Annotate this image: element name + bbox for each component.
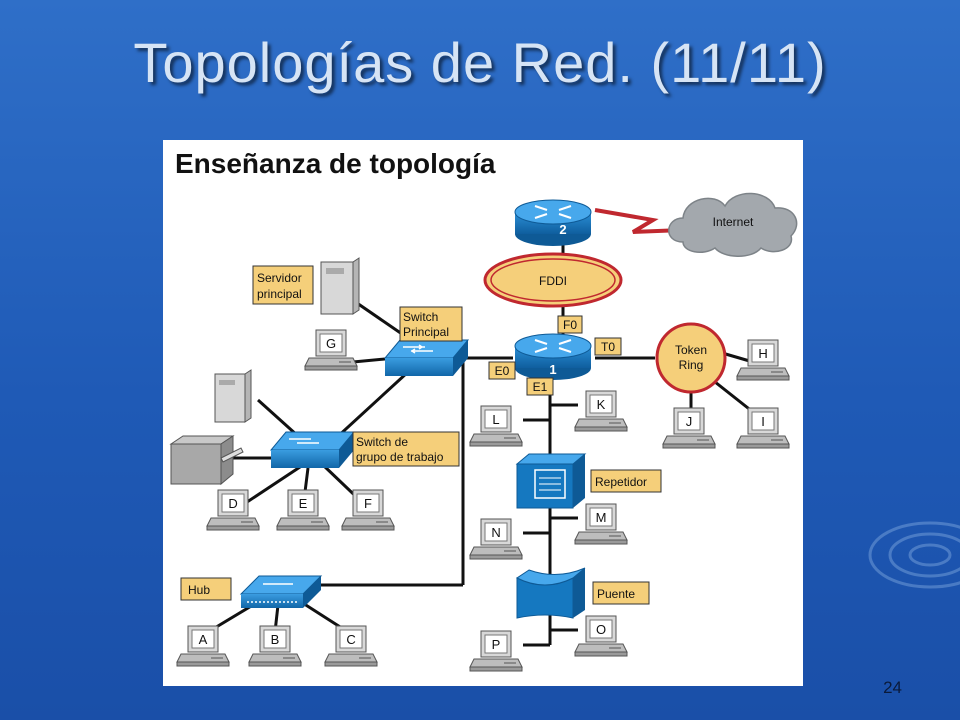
pc-i[interactable]: I — [736, 407, 790, 449]
fddi-ring[interactable]: FDDI — [483, 252, 623, 308]
port-e1-box — [526, 377, 554, 396]
pc-h[interactable]: H — [736, 339, 790, 381]
printer[interactable] — [169, 435, 244, 486]
pc-m-label: M — [596, 510, 607, 525]
repeater[interactable] — [515, 453, 587, 509]
pc-k-label: K — [597, 397, 606, 412]
pc-e-label: E — [299, 496, 308, 511]
pc-n-label: N — [491, 525, 500, 540]
hub-label: Hub — [188, 583, 210, 597]
switch-wg-label-box — [352, 431, 460, 467]
router-2[interactable]: 2 — [514, 199, 592, 246]
switch-main-line2: Principal — [403, 325, 449, 339]
hub[interactable] — [239, 575, 323, 608]
port-f0-box — [557, 315, 583, 334]
server-label-box — [252, 265, 314, 305]
server-secondary[interactable] — [214, 369, 252, 423]
pc-d[interactable]: D — [206, 489, 260, 531]
switch-wg-line2: grupo de trabajo — [356, 450, 444, 464]
pc-f[interactable]: F — [341, 489, 395, 531]
switch-principal[interactable] — [383, 339, 470, 376]
pc-a[interactable]: A — [176, 625, 230, 667]
token-ring[interactable]: Token Ring — [655, 322, 727, 394]
port-f0: F0 — [563, 318, 577, 332]
server-label-line2: principal — [257, 287, 302, 301]
switch-main-line1: Switch — [403, 310, 438, 324]
pc-c[interactable]: C — [324, 625, 378, 667]
pc-g[interactable]: G — [304, 329, 358, 371]
port-e1: E1 — [533, 380, 548, 394]
pc-n[interactable]: N — [469, 518, 523, 560]
pc-j-label: J — [686, 414, 693, 429]
pc-f-label: F — [364, 496, 372, 511]
router-1[interactable]: 1 — [514, 333, 592, 380]
fddi-label: FDDI — [539, 274, 567, 288]
pc-h-label: H — [758, 346, 767, 361]
pc-b[interactable]: B — [248, 625, 302, 667]
pc-l-label: L — [492, 412, 499, 427]
page-number: 24 — [883, 678, 902, 697]
ripple-decoration — [868, 521, 960, 589]
diagram-heading: Enseñanza de topología — [175, 148, 496, 179]
pc-b-label: B — [271, 632, 280, 647]
router-1-number: 1 — [549, 362, 556, 377]
hub-label-box — [180, 577, 232, 601]
token-ring-line2: Ring — [679, 358, 704, 372]
pc-j[interactable]: J — [662, 407, 716, 449]
repeater-label: Repetidor — [595, 475, 647, 489]
cloud-label: Internet — [713, 215, 754, 229]
port-t0-box — [594, 337, 622, 356]
switch-wg-line1: Switch de — [356, 435, 408, 449]
port-e0-box — [488, 361, 516, 380]
pc-c-label: C — [346, 632, 355, 647]
server-principal[interactable] — [320, 257, 360, 315]
pc-e[interactable]: E — [276, 489, 330, 531]
topology-diagram: Enseñanza de topología — [163, 140, 803, 686]
serial-link — [594, 208, 684, 234]
pc-l[interactable]: L — [469, 405, 523, 447]
pc-i-label: I — [761, 414, 765, 429]
pc-a-label: A — [199, 632, 208, 647]
port-t0: T0 — [601, 340, 615, 354]
pc-p[interactable]: P — [469, 630, 523, 672]
switch-workgroup[interactable] — [269, 431, 356, 468]
pc-d-label: D — [228, 496, 237, 511]
switch-main-label-box — [399, 306, 463, 342]
pc-p-label: P — [492, 637, 501, 652]
pc-k[interactable]: K — [574, 390, 628, 432]
bridge-label: Puente — [597, 587, 635, 601]
slide-title: Topologías de Red. (11/11) — [133, 31, 827, 94]
server-label-line1: Servidor — [257, 271, 302, 285]
token-ring-line1: Token — [675, 343, 707, 357]
pc-g-label: G — [326, 336, 336, 351]
router-2-number: 2 — [559, 222, 566, 237]
pc-m[interactable]: M — [574, 503, 628, 545]
bridge[interactable] — [516, 567, 586, 619]
pc-o[interactable]: O — [574, 615, 628, 657]
repeater-label-box — [590, 469, 662, 493]
port-e0: E0 — [495, 364, 510, 378]
diagram-canvas: Internet 2 FDDI F0 1 T0 — [169, 192, 798, 672]
pc-o-label: O — [596, 622, 606, 637]
internet-cloud: Internet — [668, 192, 798, 257]
bridge-label-box — [592, 581, 650, 605]
